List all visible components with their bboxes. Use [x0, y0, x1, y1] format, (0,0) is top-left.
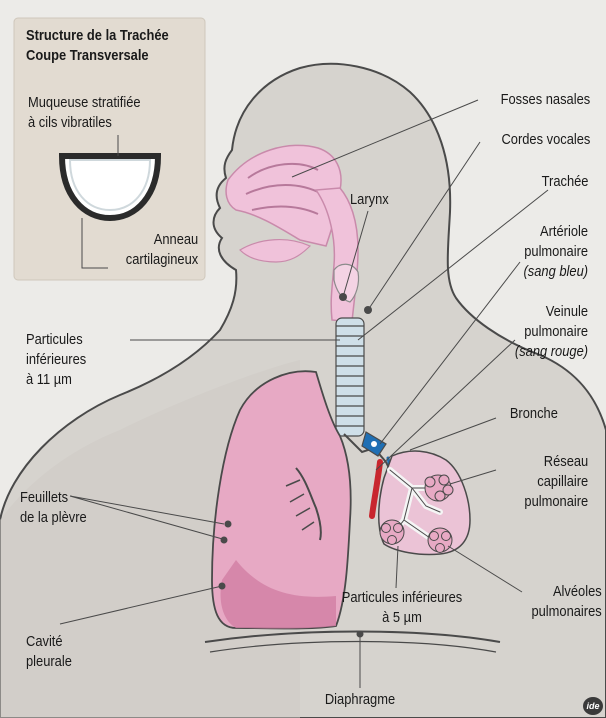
alveoles-line2: pulmonaires — [532, 602, 602, 622]
label-larynx: Larynx — [350, 190, 389, 210]
label-cordes-vocales: Cordes vocales — [501, 130, 590, 150]
mucosa-line2: à cils vibratiles — [28, 113, 141, 133]
particules11-line2: inférieures — [26, 350, 86, 370]
label-alveoles: Alvéoles pulmonaires — [532, 582, 602, 622]
arteriole-line2: pulmonaire — [523, 242, 588, 262]
label-particules-5: Particules inférieures à 5 µm — [333, 588, 471, 628]
pleura-dot-1 — [225, 521, 232, 528]
label-bronche: Bronche — [510, 404, 558, 424]
label-arteriole: Artériole pulmonaire (sang bleu) — [523, 222, 588, 282]
particules11-line1: Particules — [26, 330, 86, 350]
cavite-line1: Cavité — [26, 632, 72, 652]
inset-title-line1: Structure de la Trachée — [26, 26, 169, 46]
inset-title: Structure de la Trachée Coupe Transversa… — [26, 26, 169, 66]
label-fosses-nasales: Fosses nasales — [500, 90, 590, 110]
veinule-line3: (sang rouge) — [515, 342, 588, 362]
mucosa-line1: Muqueuse stratifiée — [28, 93, 141, 113]
feuillets-line1: Feuillets — [20, 488, 87, 508]
trachea — [336, 318, 364, 436]
particules5-line2: à 5 µm — [333, 608, 471, 628]
veinule-line1: Veinule — [515, 302, 588, 322]
reseau-line1: Réseau — [524, 452, 588, 472]
alveoles-line1: Alvéoles — [532, 582, 602, 602]
inset-title-line2: Coupe Transversale — [26, 46, 169, 66]
label-diaphragme: Diaphragme — [300, 690, 420, 710]
pleura-dot-2 — [221, 537, 228, 544]
feuillets-line2: de la plèvre — [20, 508, 87, 528]
particules11-line3: à 11 µm — [26, 370, 86, 390]
label-feuillets: Feuillets de la plèvre — [20, 488, 87, 528]
label-mucosa: Muqueuse stratifiée à cils vibratiles — [28, 93, 141, 133]
ide-logo: ide — [583, 697, 603, 715]
ring-line1: Anneau — [126, 230, 198, 250]
label-reseau: Réseau capillaire pulmonaire — [524, 452, 588, 512]
ring-line2: cartilagineux — [126, 250, 198, 270]
arteriole-line1: Artériole — [523, 222, 588, 242]
label-cavite: Cavité pleurale — [26, 632, 72, 672]
label-ring: Anneau cartilagineux — [126, 230, 198, 270]
reseau-line2: capillaire — [524, 472, 588, 492]
particules5-line1: Particules inférieures — [333, 588, 471, 608]
cavite-line2: pleurale — [26, 652, 72, 672]
arteriole-line3: (sang bleu) — [523, 262, 588, 282]
label-veinule: Veinule pulmonaire (sang rouge) — [515, 302, 588, 362]
label-particules-11: Particules inférieures à 11 µm — [26, 330, 86, 390]
reseau-line3: pulmonaire — [524, 492, 588, 512]
label-trachee: Trachée — [541, 172, 588, 192]
bronchus-dot — [371, 441, 377, 447]
veinule-line2: pulmonaire — [515, 322, 588, 342]
